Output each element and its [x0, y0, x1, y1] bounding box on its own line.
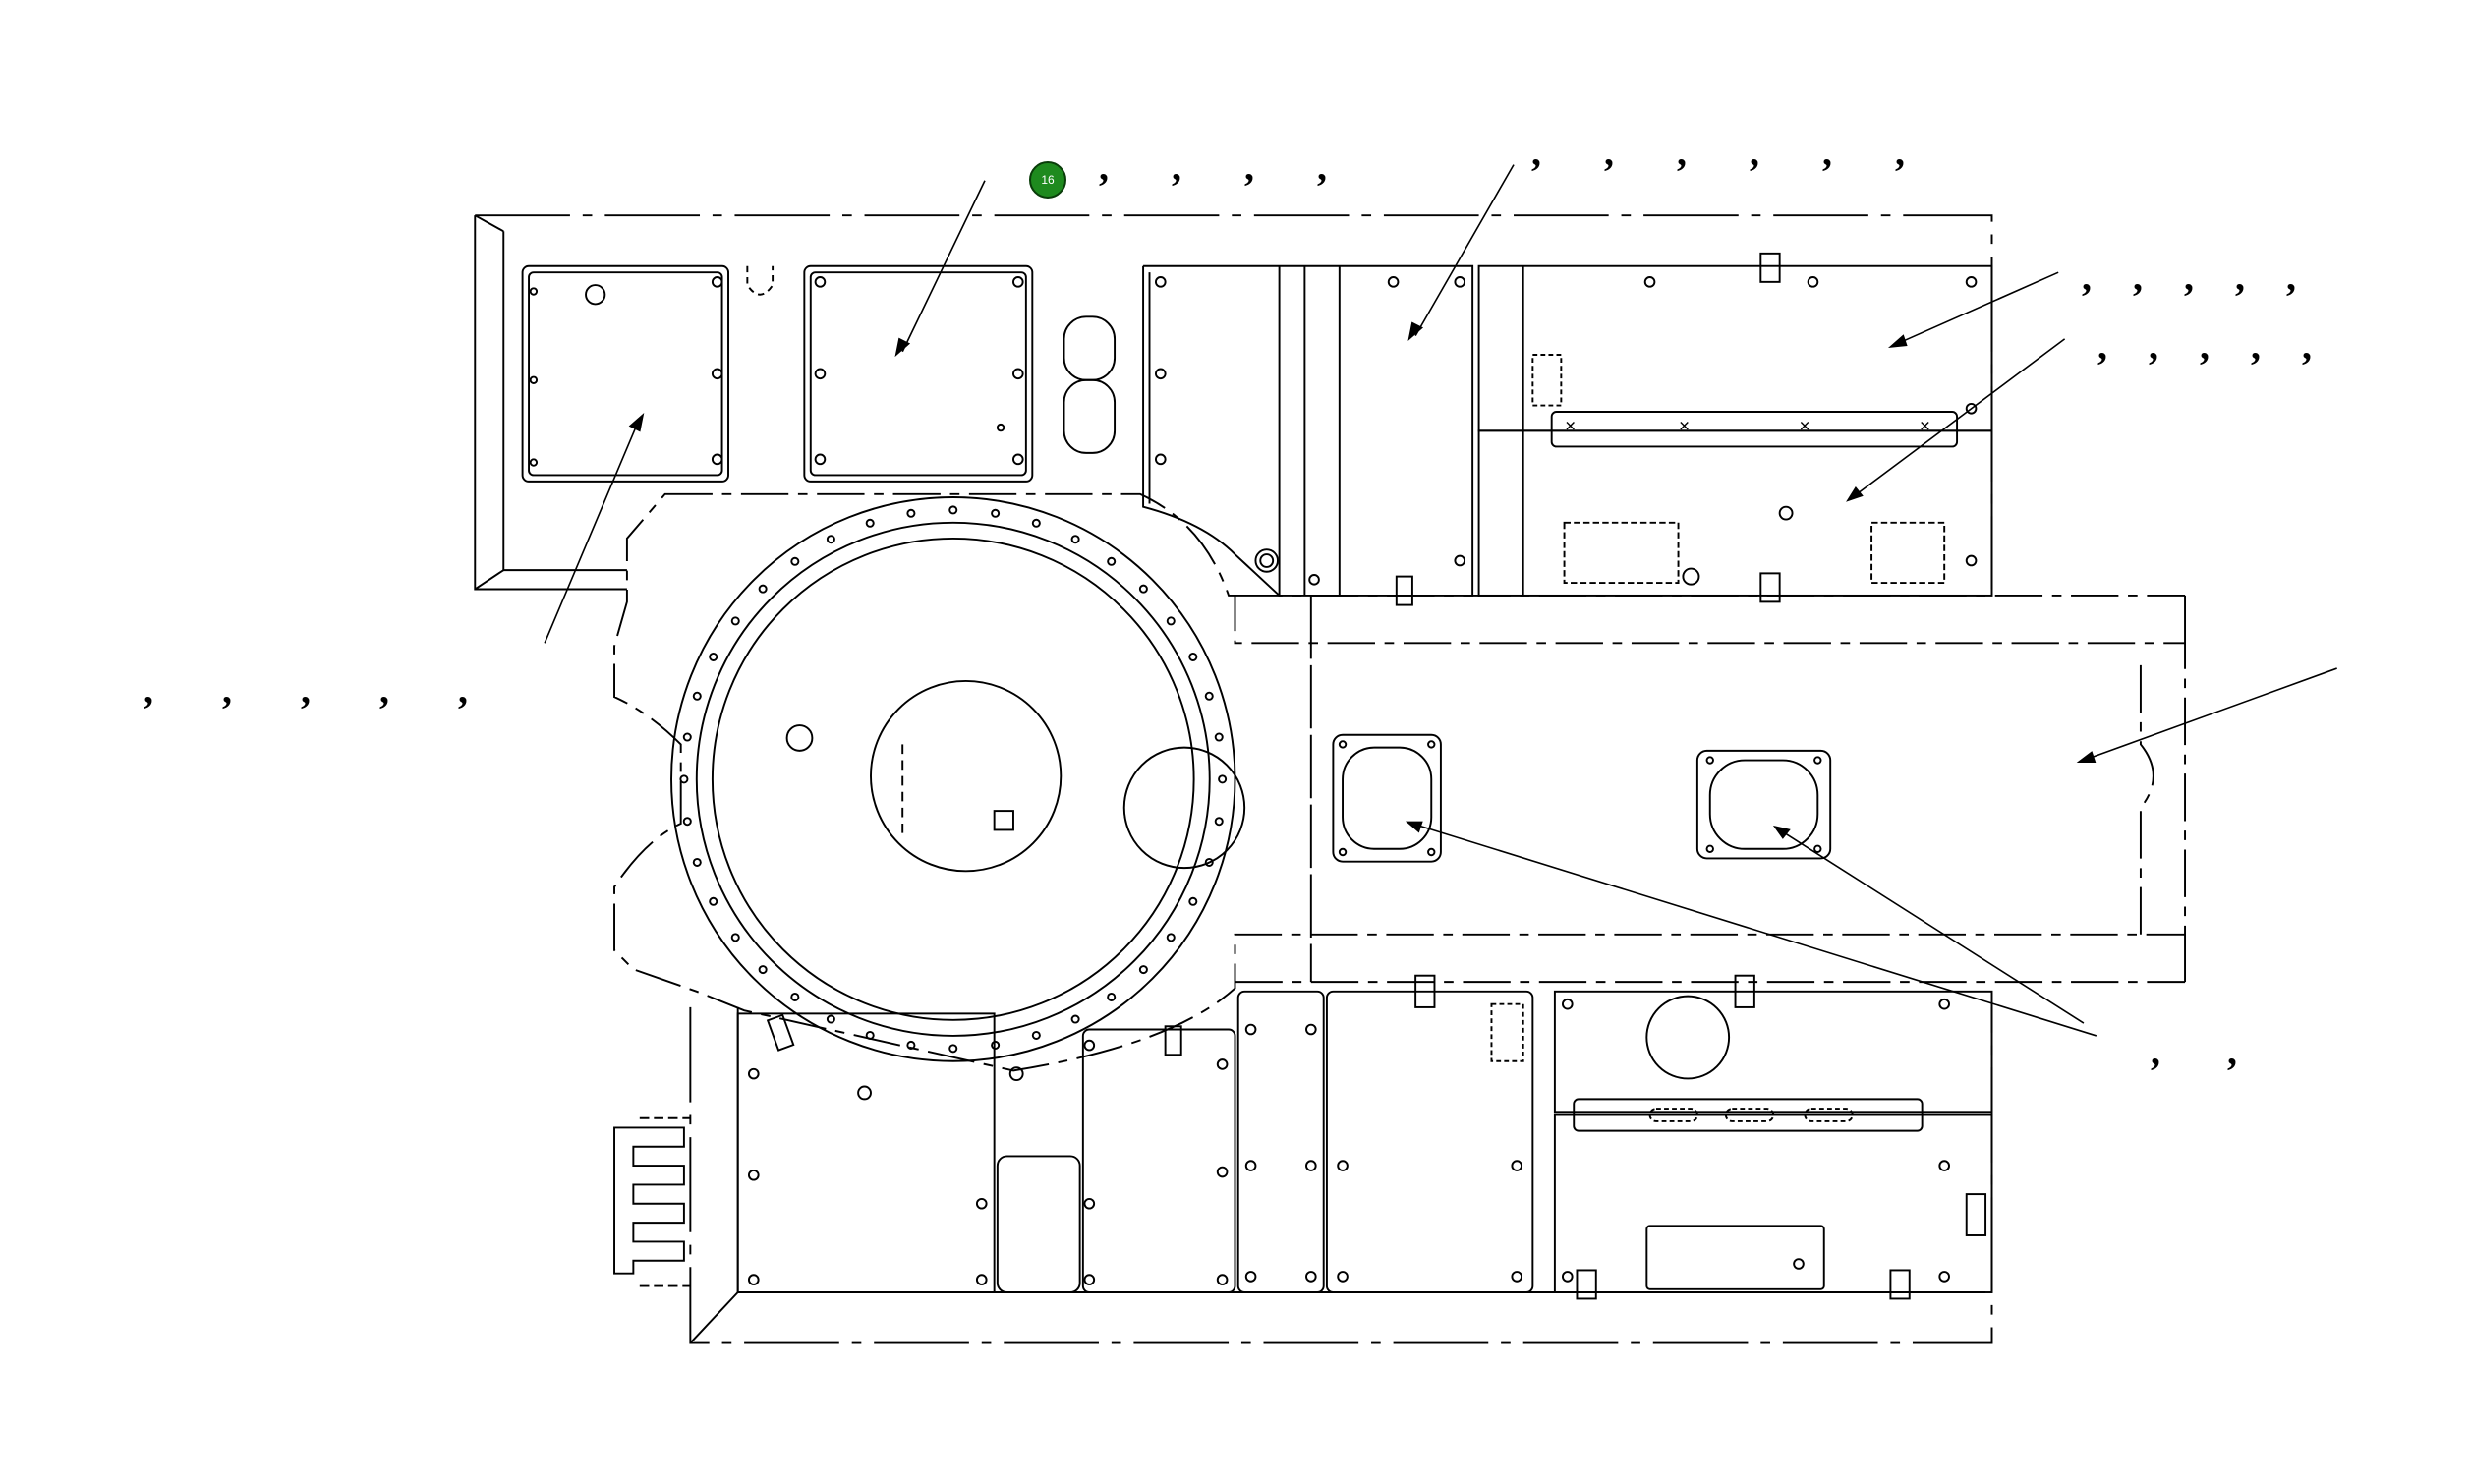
- bolt-hole: [1214, 817, 1224, 827]
- bolt-circle: [679, 505, 1228, 1054]
- callout-mark: ,: [2097, 323, 2107, 368]
- bolt-hole: [826, 535, 835, 544]
- bolt-hole: [906, 1040, 916, 1050]
- inspection-plate-right: [1695, 749, 1832, 860]
- bolt-hole: [682, 817, 692, 827]
- bolt-hole: [865, 518, 875, 528]
- svg-text:✕: ✕: [1679, 419, 1691, 434]
- bolt-hole: [709, 652, 718, 661]
- callout-mark: ,: [2082, 255, 2092, 299]
- callout-group-right-middle: , , , , ,: [2097, 326, 2318, 366]
- callout-mark: ,: [1317, 144, 1327, 189]
- bolt-hole: [692, 691, 702, 701]
- callout-mark: ,: [1531, 130, 1541, 174]
- bolt-hole: [730, 933, 740, 942]
- bolt-hole: [1166, 616, 1176, 626]
- callout-mark: ,: [2227, 1029, 2237, 1073]
- callout-mark: ,: [2151, 1029, 2160, 1073]
- svg-text:✕: ✕: [1919, 419, 1930, 434]
- bolt-hole: [692, 857, 702, 867]
- panel-top-left: [521, 264, 729, 483]
- callout-mark: ,: [1895, 130, 1905, 174]
- bolt-hole: [1107, 556, 1117, 566]
- callout-mark: ,: [301, 667, 311, 712]
- upper-right-cabinet: ✕ ✕ ✕ ✕: [1477, 252, 1993, 603]
- callout-mark: ,: [2133, 255, 2143, 299]
- hotspot-marker[interactable]: 16: [1029, 161, 1066, 199]
- bolt-hole: [682, 732, 692, 742]
- inspection-plate-left: [1332, 733, 1442, 863]
- callout-mark: ,: [2286, 255, 2296, 299]
- callout-mark: ,: [1244, 144, 1254, 189]
- callout-group-left: , , , , ,: [144, 670, 474, 710]
- hotspot-marker-label: 16: [1041, 173, 1055, 187]
- bolt-hole: [1218, 774, 1228, 784]
- bolt-hole: [1070, 1014, 1080, 1024]
- upper-middle-cabinet: [1142, 264, 1474, 606]
- bolt-hole: [709, 896, 718, 906]
- callout-mark: ,: [1172, 144, 1181, 189]
- bolt-hole: [679, 774, 689, 784]
- slot-features: [746, 265, 1117, 454]
- svg-text:✕: ✕: [1565, 419, 1577, 434]
- bolt-hole: [1070, 535, 1080, 544]
- rotary-table: [670, 496, 1246, 1062]
- bolt-hole: [790, 556, 800, 566]
- lower-right-cabinet: [1553, 974, 1993, 1300]
- bolt-hole: [1107, 992, 1117, 1001]
- bolt-hole: [1188, 896, 1198, 906]
- callout-mark: ,: [379, 667, 389, 712]
- bolt-hole: [1204, 857, 1214, 867]
- callout-mark: ,: [2184, 255, 2194, 299]
- bolt-hole: [1031, 1030, 1041, 1040]
- leader-arrows: [544, 164, 2337, 1037]
- bolt-hole: [906, 508, 916, 518]
- bolt-hole: [758, 965, 768, 975]
- panel-top-second: [803, 264, 1034, 483]
- callout-mark: ,: [2200, 323, 2210, 368]
- cooling-fins: [613, 1116, 691, 1287]
- callout-mark: ,: [1822, 130, 1832, 174]
- callout-mark: ,: [144, 667, 153, 712]
- callout-mark: ,: [458, 667, 468, 712]
- bolt-hole: [1138, 584, 1148, 594]
- bolt-hole: [1031, 518, 1041, 528]
- callout-mark: ,: [2251, 323, 2261, 368]
- callout-mark: ,: [2149, 323, 2158, 368]
- bolt-hole: [865, 1030, 875, 1040]
- callout-mark: ,: [2302, 323, 2312, 368]
- lower-middle-panels: [1236, 974, 1534, 1293]
- callout-group-top-left: , , , ,: [1099, 147, 1333, 187]
- callout-mark: ,: [2235, 255, 2245, 299]
- bolt-hole: [991, 508, 1001, 518]
- bolt-hole: [1188, 652, 1198, 661]
- bolt-hole: [1204, 691, 1214, 701]
- lower-left-panels: [736, 1012, 1236, 1293]
- callout-mark: ,: [222, 667, 232, 712]
- svg-text:✕: ✕: [1799, 419, 1810, 434]
- callout-mark: ,: [1677, 130, 1687, 174]
- callout-group-top-right: , , , , , ,: [1531, 133, 1911, 172]
- bolt-hole: [948, 505, 958, 515]
- bolt-hole: [1166, 933, 1176, 942]
- bolt-hole: [758, 584, 768, 594]
- bolt-hole: [790, 992, 800, 1001]
- callout-group-right-upper: , , , , ,: [2082, 257, 2302, 297]
- callout-group-bottom-right: , ,: [2151, 1032, 2243, 1071]
- central-plate: [613, 492, 2187, 1072]
- callout-mark: ,: [1750, 130, 1759, 174]
- bolt-hole: [1138, 965, 1148, 975]
- callout-mark: ,: [1099, 144, 1109, 189]
- bolt-hole: [730, 616, 740, 626]
- bolt-hole: [948, 1044, 958, 1054]
- bolt-hole: [826, 1014, 835, 1024]
- bolt-hole: [1214, 732, 1224, 742]
- callout-mark: ,: [1604, 130, 1614, 174]
